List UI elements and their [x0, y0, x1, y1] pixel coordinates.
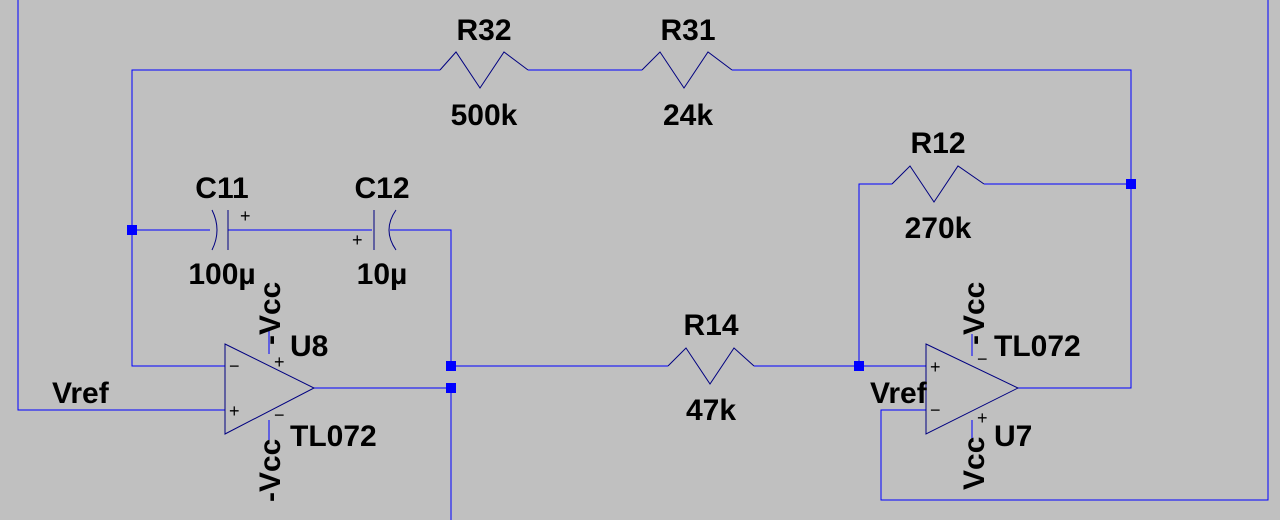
c12-designator: C12: [354, 172, 409, 205]
junction-node: [1126, 179, 1136, 189]
wire-vref-left-loop: [17, 0, 225, 411]
resistor-r31[interactable]: R31 24k: [641, 14, 733, 132]
c11-plus-mark: +: [240, 206, 251, 226]
opamp-triangle: [224, 343, 316, 435]
u7-bottom-supply-label: Vcc: [958, 437, 991, 490]
u7-plus-mark: +: [930, 357, 941, 377]
junction-node: [446, 361, 456, 371]
opamp-u7[interactable]: + − − + TL072 U7 -Vcc Vcc: [925, 282, 1081, 490]
resistor-r12[interactable]: R12 270k: [891, 127, 985, 245]
vref-left-label: Vref: [52, 377, 110, 410]
c12-value: 10µ: [357, 258, 408, 291]
u8-minus-mark: −: [229, 356, 240, 376]
c11-value: 100µ: [188, 258, 255, 291]
resistor-symbol: [641, 51, 733, 89]
u8-designator: U8: [290, 330, 328, 363]
wire-c12-out: [390, 229, 452, 366]
junction-node: [446, 383, 456, 393]
opamp-triangle: [925, 343, 1020, 435]
capacitor-c11[interactable]: + C11 100µ: [188, 172, 255, 291]
capacitor-curved-plate: [388, 209, 397, 251]
vref-right-label: Vref: [870, 377, 928, 410]
u7-designator: U7: [994, 420, 1032, 453]
u8-model: TL072: [290, 420, 377, 453]
wire-node-to-u8-minus: [131, 230, 225, 367]
resistor-symbol: [439, 51, 529, 89]
capacitor-curved-plate: [211, 209, 218, 251]
u7-bottom-supply-plus-mark: +: [977, 408, 988, 428]
capacitor-c12[interactable]: + C12 10µ: [352, 172, 410, 291]
r12-designator: R12: [910, 127, 965, 160]
r12-value: 270k: [905, 212, 972, 245]
c11-designator: C11: [195, 172, 248, 205]
wires: [17, 0, 1269, 520]
opamp-u8[interactable]: − + + − U8 TL072 -Vcc -Vcc: [224, 282, 377, 502]
u7-model: TL072: [994, 330, 1081, 363]
junction-node: [854, 361, 864, 371]
wire-r12-left: [858, 183, 892, 366]
r31-value: 24k: [663, 99, 713, 132]
u8-top-supply-plus-mark: +: [274, 352, 285, 372]
u8-bottom-supply-label: -Vcc: [254, 439, 287, 502]
wire-u8-output: [314, 387, 452, 520]
resistor-symbol: [891, 165, 985, 203]
junction-nodes: [127, 179, 1136, 393]
u8-plus-mark: +: [229, 401, 240, 421]
r14-designator: R14: [683, 309, 738, 342]
u8-bottom-supply-minus-mark: −: [274, 405, 285, 425]
r31-designator: R31: [660, 14, 715, 47]
u7-minus-mark: −: [930, 400, 941, 420]
u7-top-supply-label: -Vcc: [958, 282, 991, 345]
r14-value: 47k: [686, 394, 736, 427]
wire-top-feedback-right: [732, 69, 1132, 389]
resistor-symbol: [667, 347, 755, 385]
u8-top-supply-label: -Vcc: [254, 282, 287, 345]
junction-node: [127, 225, 137, 235]
r32-value: 500k: [451, 99, 518, 132]
wire-top-feedback-left: [131, 69, 440, 230]
resistor-r32[interactable]: R32 500k: [439, 14, 529, 132]
c12-plus-mark: +: [352, 230, 363, 250]
r32-designator: R32: [456, 14, 511, 47]
resistor-r14[interactable]: R14 47k: [667, 309, 755, 427]
u7-top-supply-minus-mark: −: [977, 349, 988, 369]
wire-u7-lower-loop: [880, 0, 1269, 501]
